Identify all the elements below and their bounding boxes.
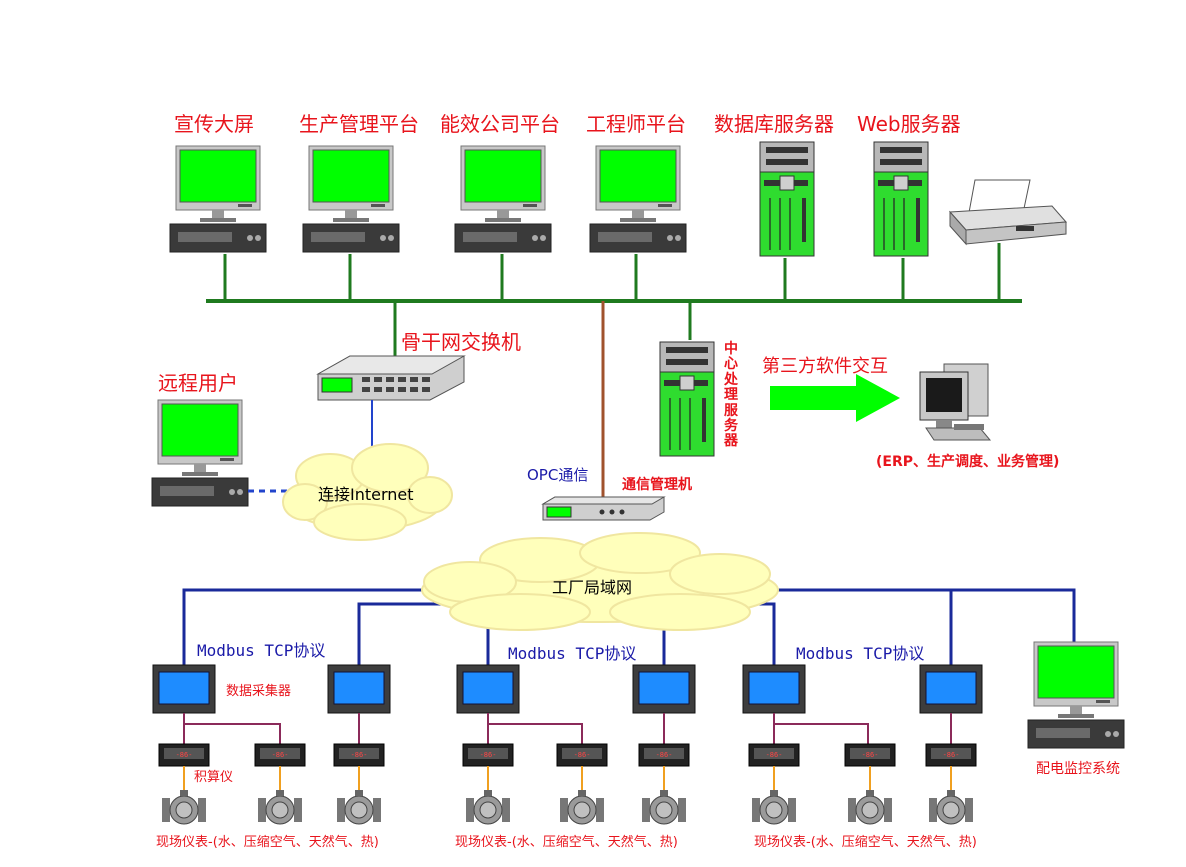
label-field-instruments-2: 现场仪表-(水、压缩空气、天然气、热) xyxy=(455,835,678,850)
data-collector-5 xyxy=(742,664,806,714)
energy-company-pc xyxy=(454,145,552,253)
label-production-mgmt: 生产管理平台 xyxy=(299,112,419,136)
label-modbus-2: Modbus TCP协议 xyxy=(508,644,637,663)
label-db-server: 数据库服务器 xyxy=(714,112,834,136)
label-power-monitor: 配电监控系统 xyxy=(1036,761,1120,777)
integrator-meter-2 xyxy=(254,743,306,767)
data-collector-2 xyxy=(327,664,391,714)
label-comm-manager: 通信管理机 xyxy=(622,477,692,493)
backbone-bus xyxy=(206,243,1022,497)
flow-sensor-3 xyxy=(336,789,382,825)
web-server-icon xyxy=(873,141,929,257)
flow-sensor-2 xyxy=(257,789,303,825)
flow-sensor-7 xyxy=(751,789,797,825)
label-energy-company: 能效公司平台 xyxy=(440,112,560,136)
flow-sensor-9 xyxy=(928,789,974,825)
factory-lan-cloud xyxy=(421,532,779,631)
backbone-switch-icon xyxy=(316,355,466,401)
label-engineer: 工程师平台 xyxy=(586,112,686,136)
label-remote-user: 远程用户 xyxy=(158,371,238,395)
label-modbus-3: Modbus TCP协议 xyxy=(796,644,925,663)
internet-cloud xyxy=(282,443,453,541)
integrator-meter-8 xyxy=(844,743,896,767)
comm-manager-icon xyxy=(541,496,666,521)
db-server-icon xyxy=(759,141,815,257)
data-collector-4 xyxy=(632,664,696,714)
meter-sensor-links xyxy=(183,766,952,796)
label-central-server: 中心处理服务器 xyxy=(724,341,738,450)
label-factory-lan: 工厂局域网 xyxy=(552,578,633,597)
label-third-party-desc: (ERP、生产调度、业务管理) xyxy=(876,454,1060,470)
label-modbus-1: Modbus TCP协议 xyxy=(197,641,326,660)
integrator-meter-9 xyxy=(925,743,977,767)
label-data-collector: 数据采集器 xyxy=(226,684,292,699)
collector-meter-links xyxy=(183,713,952,744)
integrator-meter-3 xyxy=(333,743,385,767)
label-internet: 连接Internet xyxy=(318,485,414,504)
flow-sensor-1 xyxy=(161,789,207,825)
label-integrator: 积算仪 xyxy=(194,770,234,785)
label-field-instruments-1: 现场仪表-(水、压缩空气、天然气、热) xyxy=(156,835,379,850)
integrator-meter-5 xyxy=(556,743,608,767)
data-collector-3 xyxy=(456,664,520,714)
label-promo-screen: 宣传大屏 xyxy=(174,112,254,136)
label-third-party: 第三方软件交互 xyxy=(762,356,888,377)
label-web-server: Web服务器 xyxy=(857,112,961,136)
data-collector-1 xyxy=(152,664,216,714)
flow-sensor-4 xyxy=(465,789,511,825)
promo-screen-pc xyxy=(169,145,267,253)
arrow-right-icon xyxy=(770,374,900,422)
label-opc: OPC通信 xyxy=(527,466,589,484)
engineer-pc xyxy=(589,145,687,253)
remote-user-pc xyxy=(151,399,249,507)
power-monitor-pc xyxy=(1027,641,1125,749)
label-backbone-switch: 骨干网交换机 xyxy=(401,330,521,354)
flow-sensor-8 xyxy=(847,789,893,825)
production-mgmt-pc xyxy=(302,145,400,253)
integrator-meter-4 xyxy=(462,743,514,767)
flow-sensor-6 xyxy=(641,789,687,825)
printer-icon xyxy=(948,179,1068,246)
integrator-meter-6 xyxy=(638,743,690,767)
integrator-meter-1 xyxy=(158,743,210,767)
third-party-workstation-icon xyxy=(919,363,992,441)
label-field-instruments-3: 现场仪表-(水、压缩空气、天然气、热) xyxy=(754,835,977,850)
flow-sensor-5 xyxy=(559,789,605,825)
data-collector-6 xyxy=(919,664,983,714)
integrator-meter-7 xyxy=(748,743,800,767)
central-server-icon xyxy=(659,341,715,457)
